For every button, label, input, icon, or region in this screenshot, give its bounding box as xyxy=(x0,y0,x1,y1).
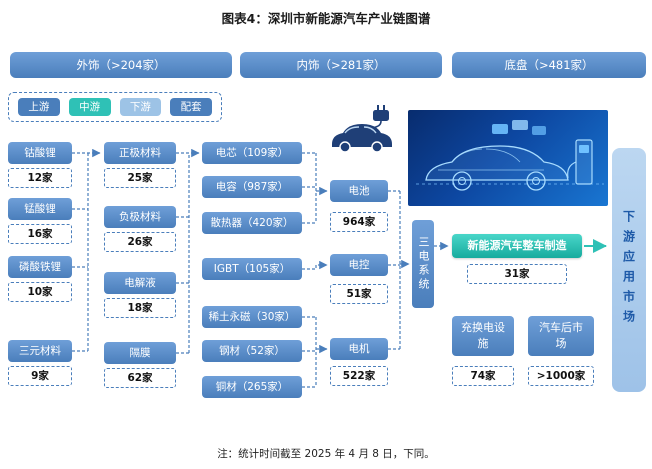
count-auto-aftermarket: >1000家 xyxy=(528,366,594,386)
node-cathode-material: 正极材料 xyxy=(104,142,176,164)
node-capacitor: 电容（987家） xyxy=(202,176,302,198)
node-motor: 电机 xyxy=(330,338,388,360)
page-title: 图表4：深圳市新能源汽车产业链图谱 xyxy=(221,11,431,26)
count-electrolyte: 18家 xyxy=(104,298,176,318)
node-electrolyte: 电解液 xyxy=(104,272,176,294)
node-three-electric-system: 三电系统 xyxy=(412,220,434,308)
node-radiator: 散热器（420家） xyxy=(202,212,302,234)
footnote: 注：统计时间截至 2025 年 4 月 8 日，下同。 xyxy=(217,448,435,460)
legend-midstream: 中游 xyxy=(68,98,111,116)
legend: 上游 中游 下游 配套 xyxy=(8,92,222,122)
node-e-control: 电控 xyxy=(330,254,388,276)
count-lithium-cobaltate: 12家 xyxy=(8,168,72,188)
node-anode-material: 负极材料 xyxy=(104,206,176,228)
node-lithium-manganate: 锰酸锂 xyxy=(8,198,72,220)
nev-photo-art xyxy=(416,120,604,191)
node-auto-aftermarket: 汽车后市场 xyxy=(528,316,594,356)
ev-car-icon xyxy=(332,105,392,153)
count-e-control: 51家 xyxy=(330,284,388,304)
count-anode-material: 26家 xyxy=(104,232,176,252)
category-chassis: 底盘（>481家） xyxy=(452,52,646,78)
category-interior: 内饰（>281家） xyxy=(240,52,442,78)
downstream-market-label: 下游应用市场 xyxy=(621,210,636,330)
count-battery: 964家 xyxy=(330,212,388,232)
node-ternary-material: 三元材料 xyxy=(8,340,72,362)
count-motor: 522家 xyxy=(330,366,388,386)
node-separator: 隔膜 xyxy=(104,342,176,364)
legend-supporting: 配套 xyxy=(170,98,212,116)
node-rare-earth-magnet: 稀土永磁（30家） xyxy=(202,306,302,328)
node-igbt: IGBT（105家） xyxy=(202,258,302,280)
node-oem-manufacturing: 新能源汽车整车制造 xyxy=(452,234,582,258)
node-steel: 钢材（52家） xyxy=(202,340,302,362)
count-oem: 31家 xyxy=(467,264,567,284)
count-cathode-material: 25家 xyxy=(104,168,176,188)
node-copper: 铜材（265家） xyxy=(202,376,302,398)
count-separator: 62家 xyxy=(104,368,176,388)
count-ternary-material: 9家 xyxy=(8,366,72,386)
node-charging-facilities: 充换电设施 xyxy=(452,316,514,356)
count-lithium-manganate: 16家 xyxy=(8,224,72,244)
three-electric-label: 三电系统 xyxy=(417,236,430,292)
node-lithium-cobaltate: 钴酸锂 xyxy=(8,142,72,164)
node-battery-cell: 电芯（109家） xyxy=(202,142,302,164)
node-lfp: 磷酸铁锂 xyxy=(8,256,72,278)
count-charging-facilities: 74家 xyxy=(452,366,514,386)
count-lfp: 10家 xyxy=(8,282,72,302)
node-downstream-market: 下游应用市场 xyxy=(612,148,646,392)
category-exterior: 外饰（>204家） xyxy=(10,52,232,78)
node-battery: 电池 xyxy=(330,180,388,202)
nev-photo xyxy=(408,110,608,206)
legend-upstream: 上游 xyxy=(18,98,60,116)
legend-downstream: 下游 xyxy=(119,98,162,116)
